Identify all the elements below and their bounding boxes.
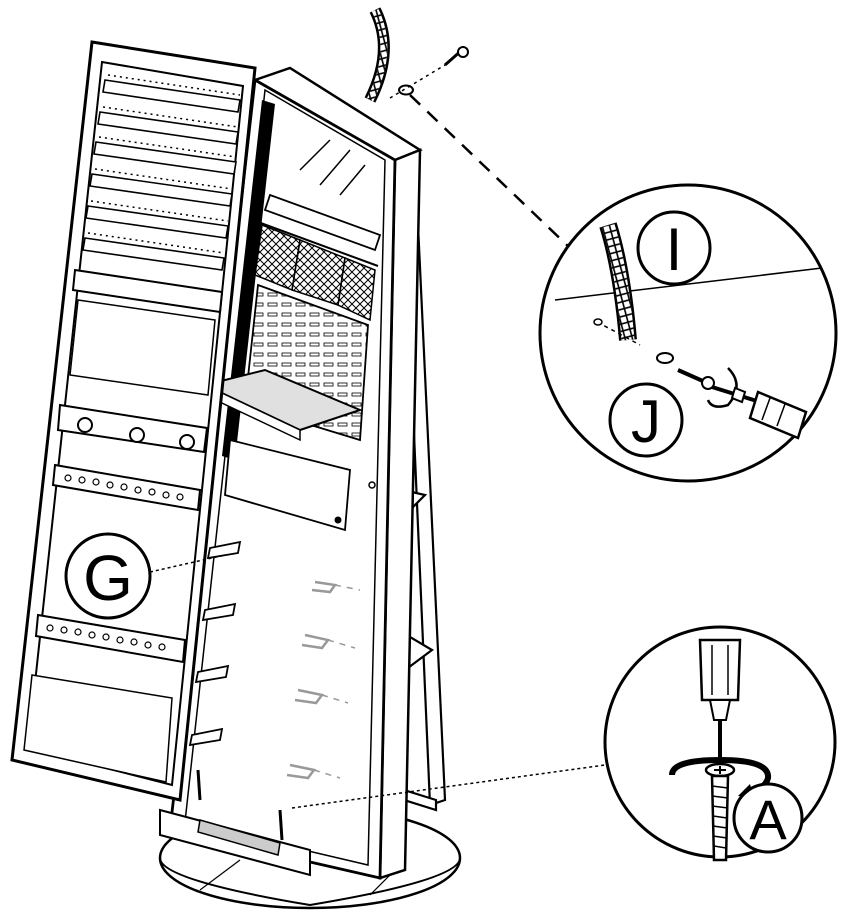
label-g: G xyxy=(83,542,133,614)
callout-leader-ij xyxy=(409,94,571,249)
callout-leader-a xyxy=(291,764,606,809)
label-g-badge: G xyxy=(64,532,152,620)
bolt-icon xyxy=(704,762,736,862)
screwdriver-icon xyxy=(698,638,742,760)
braided-cable-icon xyxy=(364,7,390,103)
label-a-badge: A xyxy=(732,782,804,854)
screw-guide-line xyxy=(389,64,446,99)
rotation-arrow-icon xyxy=(706,367,738,408)
label-j-badge: J xyxy=(608,382,684,458)
label-i: I xyxy=(666,216,683,283)
washer-icon xyxy=(398,84,414,96)
callout-leader-g xyxy=(149,554,226,573)
label-i-badge: I xyxy=(636,210,712,286)
screwdriver-icon xyxy=(711,385,808,440)
screw-icon xyxy=(444,46,469,67)
label-j: J xyxy=(631,388,661,455)
cabinet-door xyxy=(10,40,257,802)
label-a: A xyxy=(749,788,787,851)
